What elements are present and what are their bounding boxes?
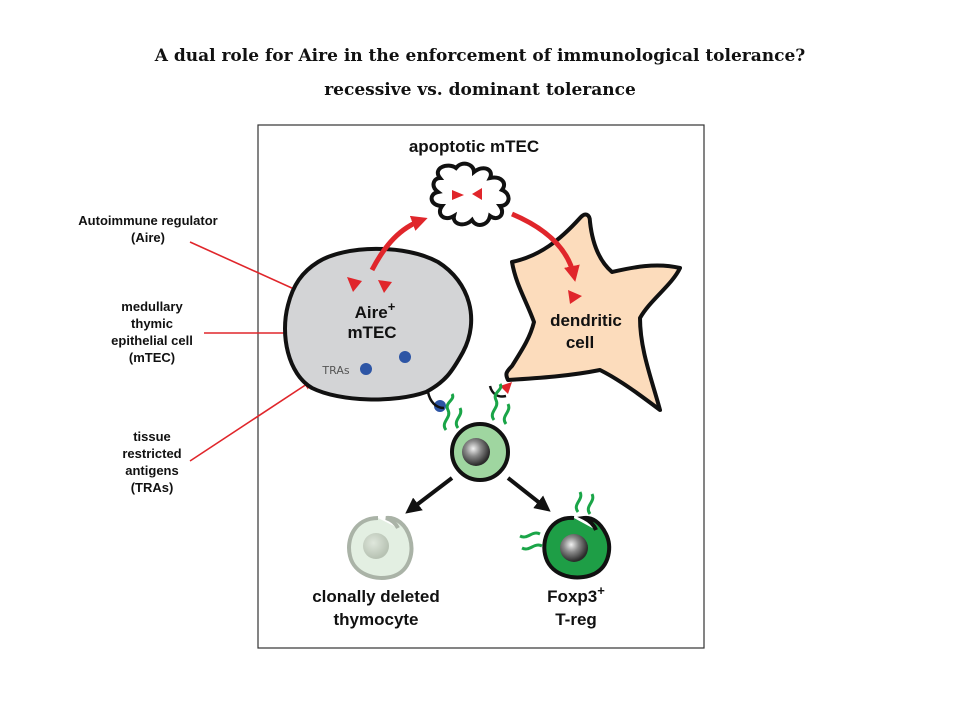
mtec-cell-label: mTEC — [347, 323, 396, 342]
tcr-receptor — [442, 393, 455, 431]
tcr-receptor — [502, 403, 511, 425]
mtec-label: medullary thymic epithelial cell (mTEC) — [111, 299, 193, 365]
thymocyte-nucleus — [462, 438, 490, 466]
dendritic-label-2: cell — [566, 333, 594, 352]
dendritic-label-1: dendritic — [550, 311, 622, 330]
tras-label: tissue restricted antigens (TRAs) — [122, 429, 182, 495]
mtec-to-apoptotic-arrow — [369, 215, 428, 272]
apoptotic-to-dc-arrow — [511, 211, 580, 282]
deleted-label-2: thymocyte — [333, 610, 418, 629]
aire-mtec-cell — [283, 246, 474, 402]
aire-label: Autoimmune regulator (Aire) — [78, 213, 218, 245]
treg-receptor — [574, 491, 583, 513]
tras-small-label: TRAs — [321, 364, 349, 377]
treg-receptor — [586, 493, 595, 515]
title-line-1: A dual role for Aire in the enforcement … — [154, 46, 806, 66]
aire-cell-label: Aire+ — [355, 299, 396, 322]
treg-receptor — [519, 531, 541, 539]
apoptotic-mtec-cell — [429, 161, 511, 227]
title-line-2: recessive vs. dominant tolerance — [324, 80, 636, 100]
diagram-frame — [257, 124, 705, 649]
apoptotic-label: apoptotic mTEC — [409, 137, 539, 156]
deletion-arrow — [405, 476, 454, 514]
dendritic-cell — [504, 212, 682, 412]
tra-dot — [399, 351, 411, 363]
tcr-receptor — [490, 383, 503, 421]
treg-receptor — [521, 543, 543, 551]
treg-arrow — [506, 476, 551, 512]
tras-pointer-arrow — [189, 379, 314, 462]
treg-nucleus — [560, 534, 588, 562]
treg-label: T-reg — [555, 610, 597, 629]
deleted-nucleus — [363, 533, 389, 559]
deleted-label-1: clonally deleted — [312, 587, 440, 606]
mhc-mtec — [426, 391, 445, 410]
foxp3-label: Foxp3+ — [547, 583, 605, 606]
tcr-receptor — [454, 407, 463, 429]
tra-dot — [360, 363, 372, 375]
